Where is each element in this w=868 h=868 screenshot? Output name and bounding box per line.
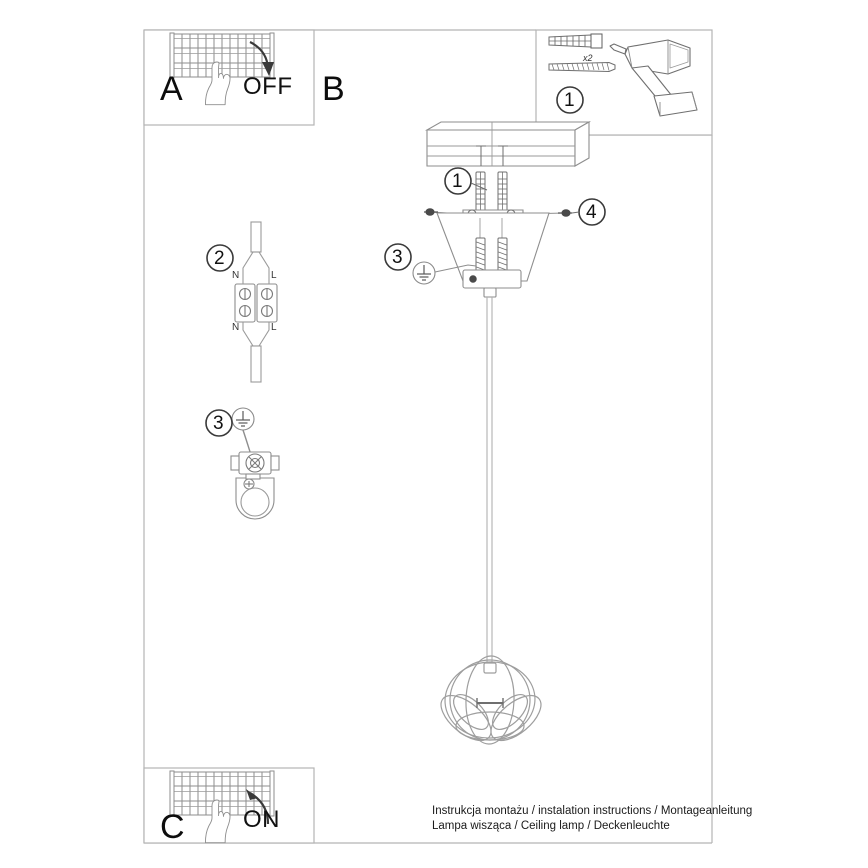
footer-line-1: Instrukcja montażu / instalation instruc… — [432, 805, 753, 817]
panel-parts — [535, 29, 713, 136]
earth-symbol-canopy — [412, 261, 436, 285]
terminal-label-n-top: N — [232, 270, 240, 281]
panel-c-action-label: ON — [243, 806, 280, 833]
power-drill-icon — [609, 39, 698, 117]
callout-2-number: 2 — [214, 248, 225, 269]
callout-3-left — [205, 409, 233, 437]
step-3-earth-detail — [230, 429, 280, 520]
screw-icon — [548, 62, 616, 72]
terminal-label-n-bottom: N — [232, 322, 240, 333]
callout-3-bracket-number: 3 — [392, 247, 403, 268]
callout-1-ceiling — [444, 167, 488, 195]
terminal-label-l-top: L — [271, 270, 277, 281]
callout-3-left-number: 3 — [213, 413, 224, 434]
callout-4-bracket — [571, 198, 606, 226]
mounting-assembly — [424, 208, 572, 288]
panel-b-letter: B — [322, 70, 345, 108]
ceiling-screw-heads — [476, 145, 508, 166]
panel-a-letter: A — [160, 70, 183, 108]
earth-symbol-step3 — [231, 407, 255, 431]
lamp-shade — [440, 655, 542, 745]
panel-c — [143, 767, 315, 844]
footer-line-2: Lampa wisząca / Ceiling lamp / Deckenleu… — [432, 820, 670, 832]
canopy-terminal-block — [462, 269, 522, 298]
callout-1-parts — [556, 86, 584, 114]
callout-4-number: 4 — [586, 202, 597, 223]
step-2-terminal-diagram — [234, 221, 278, 383]
callout-3-bracket — [384, 243, 412, 271]
callout-parts-number: 1 — [564, 90, 575, 111]
ceiling-slab — [424, 121, 592, 167]
callout-1-ceiling-number: 1 — [452, 171, 463, 192]
pendant-cord — [486, 297, 493, 664]
terminal-label-l-bottom: L — [271, 322, 277, 333]
arrow-up-icon — [246, 789, 270, 825]
callout-2-terminal — [206, 244, 234, 272]
panel-a — [143, 29, 315, 126]
arrow-down-icon — [249, 41, 274, 76]
panel-c-letter: C — [160, 808, 185, 846]
parts-quantity-label: x2 — [583, 53, 593, 63]
panel-a-action-label: OFF — [243, 73, 293, 100]
